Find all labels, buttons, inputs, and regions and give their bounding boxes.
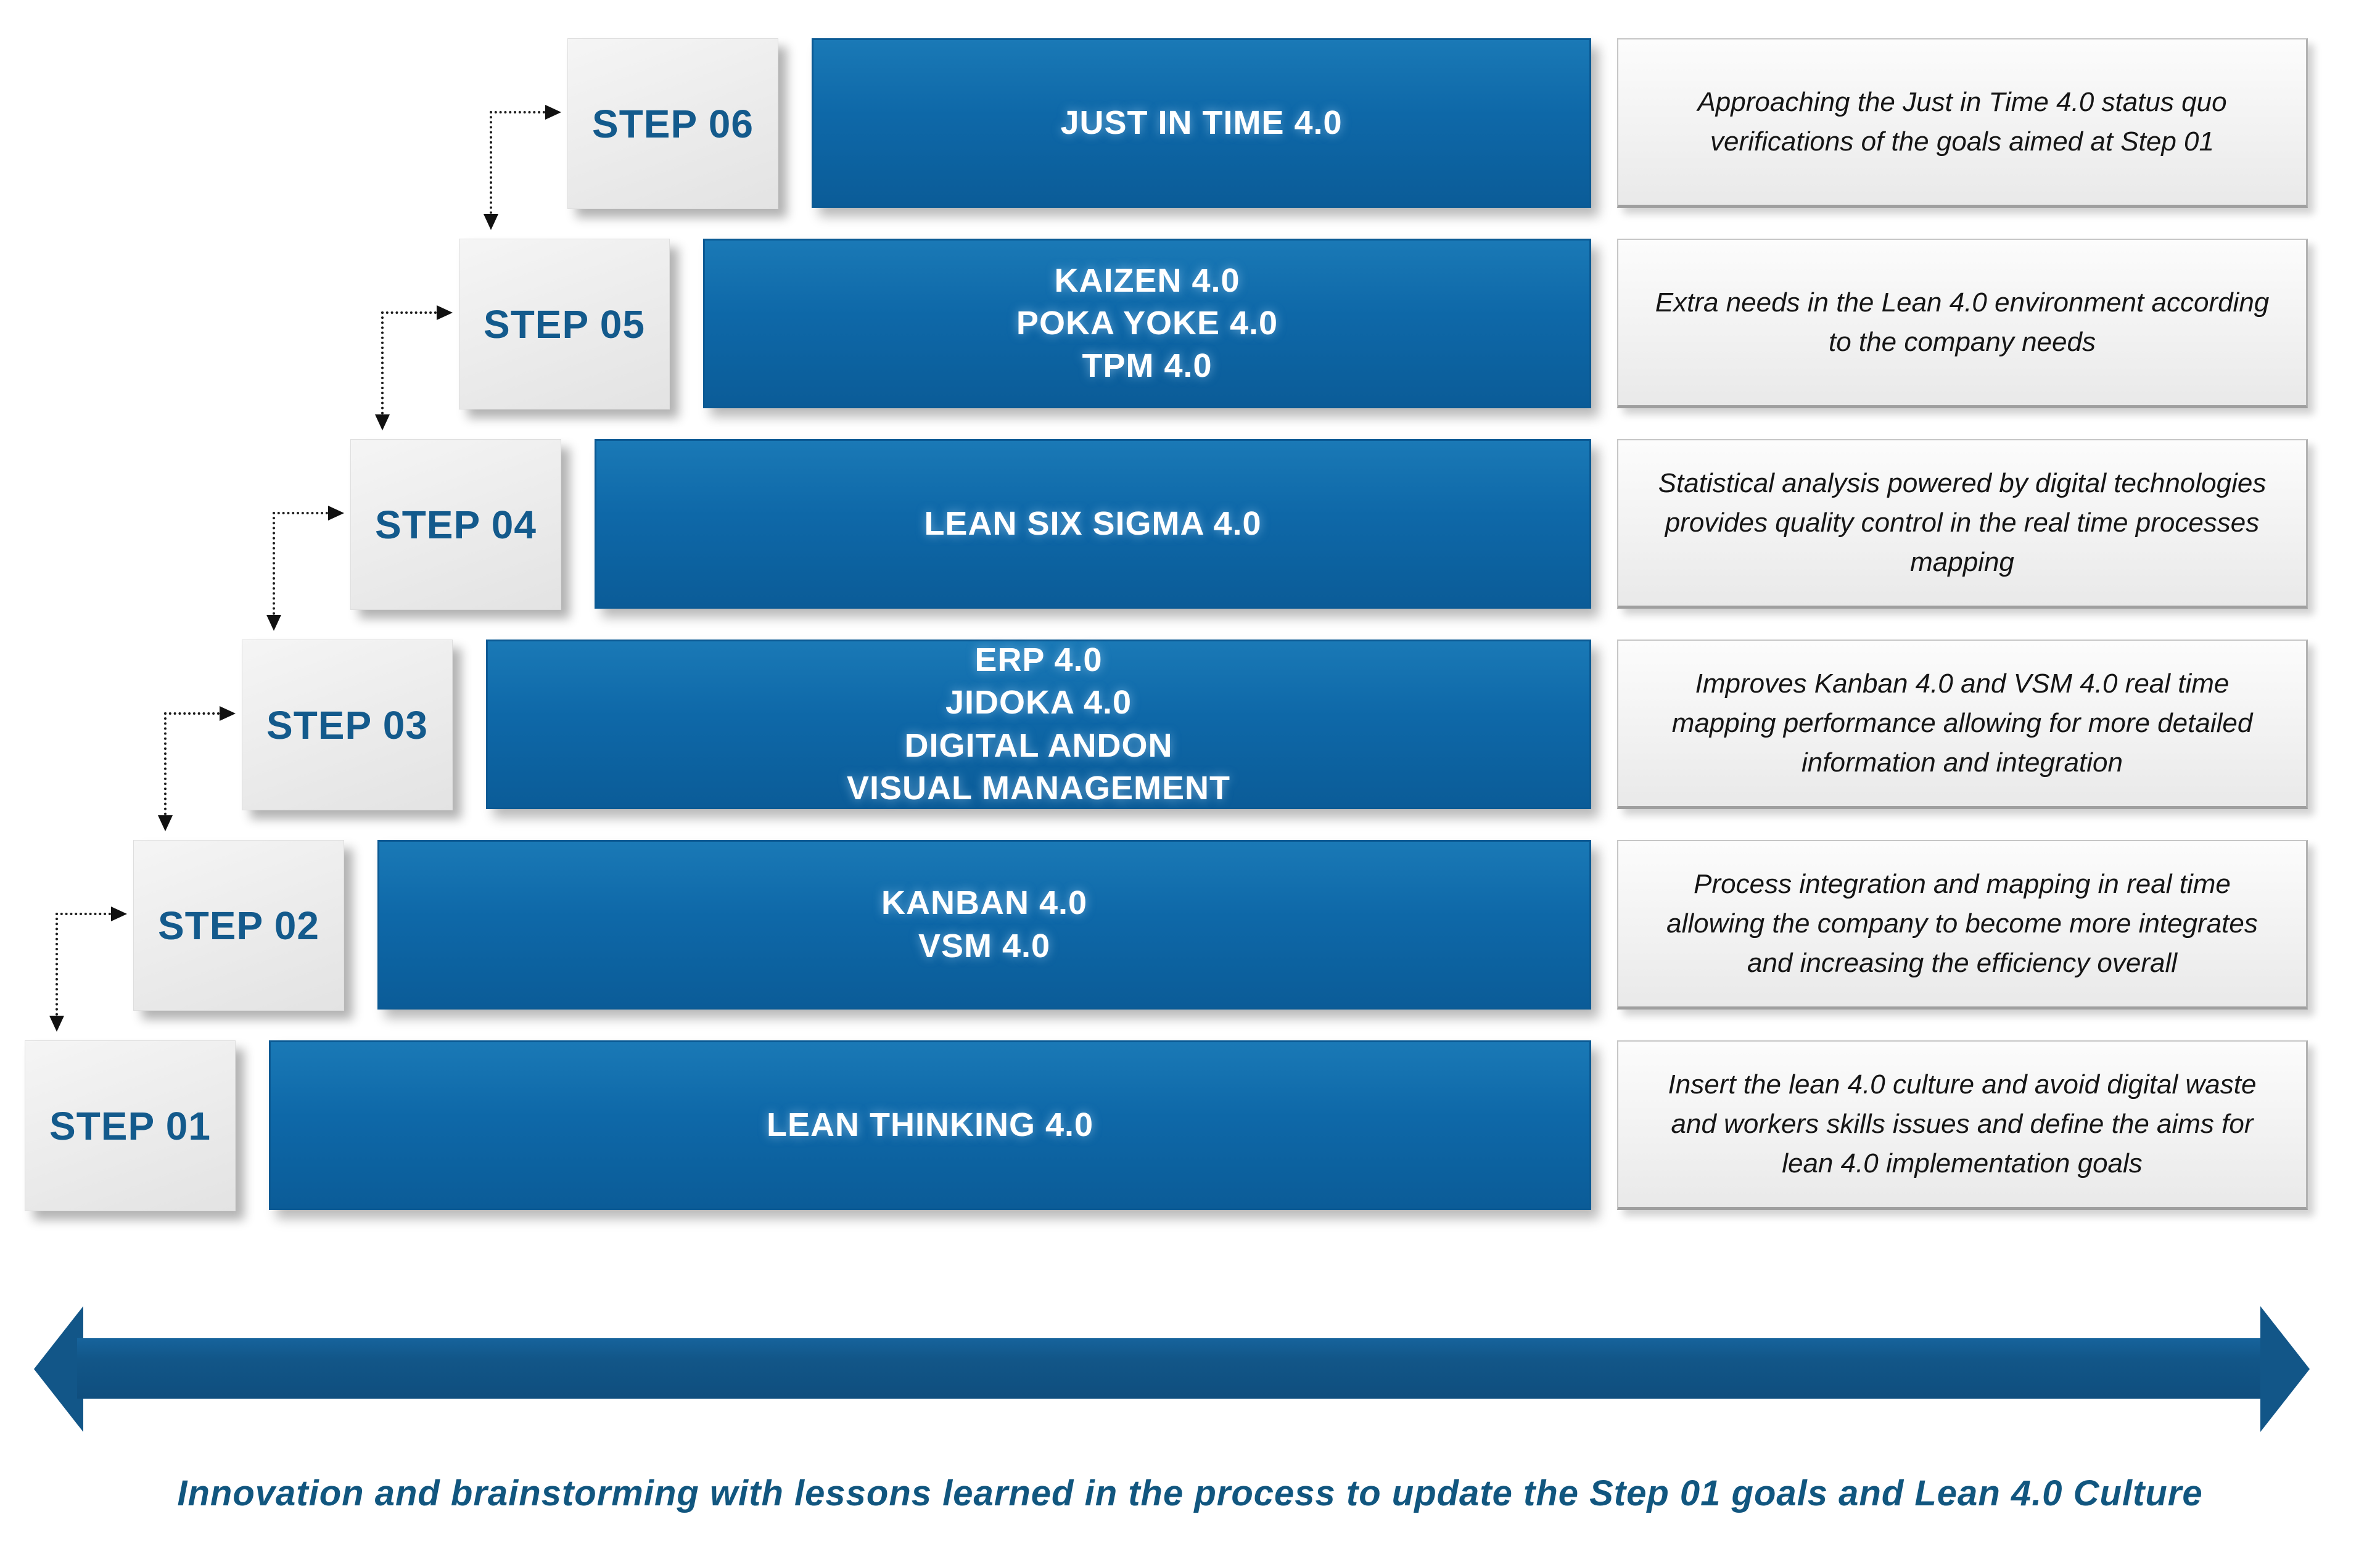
step-03-tools: ERP 4.0 JIDOKA 4.0 DIGITAL ANDON VISUAL … xyxy=(846,641,1231,807)
right-arrowhead-icon xyxy=(111,907,127,921)
step-04-bar: LEAN SIX SIGMA 4.0 xyxy=(595,439,1591,609)
step-05-description: Extra needs in the Lean 4.0 environment … xyxy=(1655,287,2270,357)
step-02-bar: KANBAN 4.0 VSM 4.0 xyxy=(377,840,1591,1010)
dotted-vline xyxy=(56,913,58,1016)
step-02-description-box: Process integration and mapping in real … xyxy=(1617,840,2308,1010)
step-01-bar: LEAN THINKING 4.0 xyxy=(269,1040,1591,1210)
dotted-hline xyxy=(164,712,220,715)
step-01-box: STEP 01 xyxy=(25,1040,236,1211)
step-03-description-box: Improves Kanban 4.0 and VSM 4.0 real tim… xyxy=(1617,640,2308,809)
dotted-vline xyxy=(273,512,275,615)
dotted-vline xyxy=(381,311,384,414)
step-06-label: STEP 06 xyxy=(592,101,754,146)
step-05-description-box: Extra needs in the Lean 4.0 environment … xyxy=(1617,239,2308,408)
step-03-label: STEP 03 xyxy=(266,702,428,747)
step-02-description: Process integration and mapping in real … xyxy=(1666,869,2258,978)
dotted-vline xyxy=(490,111,492,214)
step-05-bar: KAIZEN 4.0 POKA YOKE 4.0 TPM 4.0 xyxy=(703,239,1591,408)
step-01-description-box: Insert the lean 4.0 culture and avoid di… xyxy=(1617,1040,2308,1210)
step-04-tools: LEAN SIX SIGMA 4.0 xyxy=(924,504,1262,542)
down-arrowhead-icon xyxy=(158,815,173,831)
step-03-bar: ERP 4.0 JIDOKA 4.0 DIGITAL ANDON VISUAL … xyxy=(486,640,1591,809)
step-02-box: STEP 02 xyxy=(133,840,344,1011)
down-arrowhead-icon xyxy=(49,1016,64,1032)
step-04-label: STEP 04 xyxy=(375,502,537,547)
right-arrowhead-icon xyxy=(545,105,561,120)
feedback-double-arrow xyxy=(34,1306,2310,1433)
dotted-hline xyxy=(56,913,111,915)
step-06-description-box: Approaching the Just in Time 4.0 status … xyxy=(1617,38,2308,208)
footer-caption: Innovation and brainstorming with lesson… xyxy=(177,1473,2203,1513)
step-03-description: Improves Kanban 4.0 and VSM 4.0 real tim… xyxy=(1671,668,2253,778)
step-01-tools: LEAN THINKING 4.0 xyxy=(766,1106,1094,1143)
step-03-box: STEP 03 xyxy=(242,640,453,810)
step-06-tools: JUST IN TIME 4.0 xyxy=(1060,104,1343,141)
step-02-tools: KANBAN 4.0 VSM 4.0 xyxy=(881,884,1088,965)
step-05-box: STEP 05 xyxy=(459,239,670,409)
down-arrowhead-icon xyxy=(375,414,390,430)
step-02-label: STEP 02 xyxy=(158,903,319,948)
step-05-label: STEP 05 xyxy=(484,302,645,347)
dotted-hline xyxy=(381,311,437,314)
step-06-bar: JUST IN TIME 4.0 xyxy=(812,38,1591,208)
down-arrowhead-icon xyxy=(484,214,498,230)
step-04-description-box: Statistical analysis powered by digital … xyxy=(1617,439,2308,609)
dotted-hline xyxy=(490,111,545,113)
step-05-tools: KAIZEN 4.0 POKA YOKE 4.0 TPM 4.0 xyxy=(1016,261,1279,385)
arrow-shaft xyxy=(77,1338,2267,1399)
dotted-vline xyxy=(164,712,167,815)
right-arrowhead-icon xyxy=(2260,1306,2310,1432)
left-arrowhead-icon xyxy=(34,1306,83,1432)
step-06-description: Approaching the Just in Time 4.0 status … xyxy=(1697,87,2227,157)
step-04-description: Statistical analysis powered by digital … xyxy=(1658,468,2267,577)
step-01-label: STEP 01 xyxy=(49,1103,211,1148)
step-01-description: Insert the lean 4.0 culture and avoid di… xyxy=(1668,1069,2257,1179)
step-06-box: STEP 06 xyxy=(567,38,778,209)
right-arrowhead-icon xyxy=(437,305,453,320)
step-04-box: STEP 04 xyxy=(350,439,561,610)
right-arrowhead-icon xyxy=(328,506,344,520)
right-arrowhead-icon xyxy=(220,706,236,721)
down-arrowhead-icon xyxy=(266,615,281,631)
dotted-hline xyxy=(273,512,328,514)
